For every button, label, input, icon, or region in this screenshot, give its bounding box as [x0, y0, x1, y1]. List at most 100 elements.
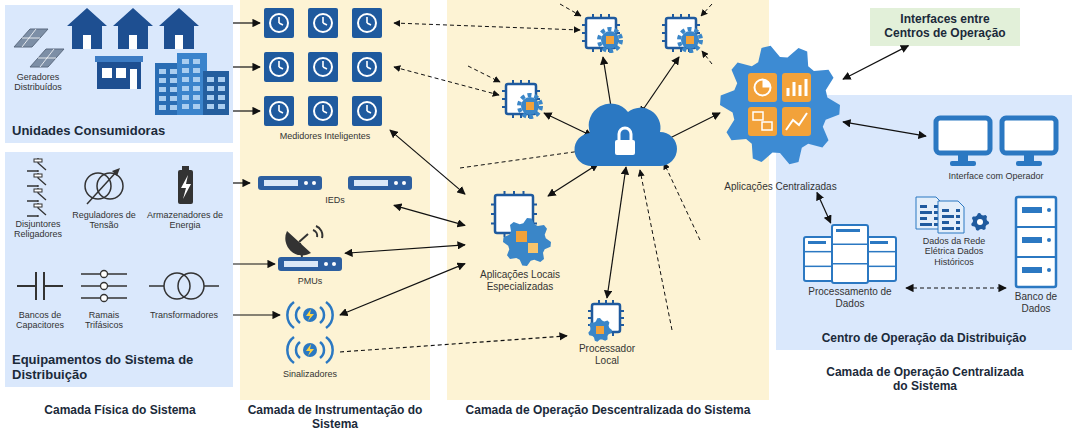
network-link [548, 164, 598, 196]
consumer-buildings [159, 87, 166, 92]
data-file-icon [956, 209, 960, 212]
heading-text: Unidades Consumidoras [12, 124, 226, 139]
consumer-buildings [193, 68, 200, 73]
server-icon [832, 225, 868, 283]
pmu-device [284, 261, 318, 267]
node-icon [141, 164, 229, 209]
signal-icon [287, 337, 332, 363]
smart-meter-icon [352, 96, 382, 126]
central-application-icon [782, 73, 811, 102]
smart-meter-icon [367, 105, 371, 113]
processor-chip [586, 18, 616, 48]
monitor-icon [958, 153, 968, 161]
smart-meter-icon [314, 14, 332, 32]
smart-meter-icon [270, 14, 288, 32]
smart-meter-icon [264, 96, 294, 126]
battery-icon [182, 166, 189, 170]
data-file-icon [920, 205, 927, 208]
processor-chip [686, 36, 694, 44]
cloud-icon [615, 140, 635, 155]
processor-chip [582, 14, 620, 52]
processor-chip [519, 95, 541, 117]
consumer-buildings [130, 69, 137, 89]
regulator-symbol [97, 173, 123, 199]
pmu-device [299, 226, 322, 257]
connector-arrow [843, 46, 908, 80]
node-label: Aplicações Locais Especializadas [465, 269, 575, 292]
smart-meter-icon [367, 61, 371, 69]
processor-chip [679, 29, 701, 51]
node-label: Disjuntores Religadores [9, 219, 67, 240]
node-label: Sinalizadores [280, 369, 340, 379]
server-icon [832, 263, 868, 265]
smart-meter-icon [270, 102, 288, 120]
breaker-symbol [27, 158, 46, 217]
data-file-icon [956, 227, 960, 230]
signal-group: Sinalizadores [280, 298, 340, 379]
data-file-icon [934, 205, 938, 208]
central-application-icon [788, 79, 806, 96]
central-application-icon [748, 107, 777, 136]
smart-meter-icon [367, 17, 371, 25]
dashed-link [460, 150, 588, 168]
node-icon [9, 264, 71, 309]
data-file-icon [934, 223, 938, 226]
node-icon [1006, 195, 1066, 290]
local-processor-icon [588, 318, 612, 342]
consumer-buildings [67, 8, 229, 115]
data-file-icon [956, 215, 960, 218]
processor-box: Processador Local [567, 300, 647, 366]
data-file-icon [934, 217, 938, 220]
capacitor-symbol [17, 272, 63, 300]
central-application-icon [720, 46, 840, 165]
smart-meter-icon [264, 8, 382, 126]
server-icon [866, 266, 896, 268]
network-link [603, 57, 612, 113]
node-icon [73, 264, 135, 309]
consumer-buildings [193, 77, 200, 82]
database-icon [1016, 197, 1056, 287]
dashed-link [394, 67, 499, 95]
regulator-symbol [87, 170, 118, 204]
transformer-symbol [149, 273, 219, 299]
ied-device [264, 180, 298, 186]
consumer-buildings [129, 35, 137, 49]
consumer-buildings [113, 8, 153, 49]
breaker-symbol [34, 204, 42, 207]
signal-icon [287, 302, 332, 328]
processor-chip [662, 14, 700, 52]
regulator-symbol [85, 173, 111, 199]
smart-meter-icon [279, 105, 283, 113]
layer-band: Camada de Instrumentação do SistemaMedid… [240, 0, 430, 400]
node-icon [250, 172, 420, 194]
server-icon [836, 229, 860, 232]
ied-device [394, 181, 398, 185]
connector-arrow [345, 245, 465, 253]
local-processor-icon [516, 231, 527, 242]
breaker-symbol [34, 159, 42, 162]
connector-arrow [233, 182, 250, 183]
node-icon [275, 225, 345, 275]
smart-meter-icon [314, 58, 332, 76]
consumer-buildings [193, 59, 200, 64]
regulator-symbol [85, 168, 123, 204]
central-application-icon [786, 113, 807, 130]
layer-label: Camada Física do Sistema [20, 404, 220, 418]
heading-text: Camada de Instrumentação do Sistema [240, 404, 430, 432]
connector-arrow [233, 22, 260, 23]
operator-box: Interface com Operador [926, 115, 1066, 181]
network-link [544, 57, 720, 298]
cloud-icon [574, 104, 677, 166]
consumer-buildings [182, 59, 189, 64]
data-file-icon [938, 201, 964, 233]
dashed-link [664, 163, 700, 240]
heading-text: Camada de Operação Descentralizada do Si… [447, 404, 769, 418]
network-link [607, 167, 626, 298]
consumer-buildings [203, 71, 229, 115]
node-label: Processamento de Dados [794, 286, 906, 309]
data-file-icon [916, 197, 989, 233]
connector-arrow [340, 336, 567, 352]
local-processor-icon [503, 218, 551, 266]
consumer-buildings [170, 87, 177, 92]
database-icon [1047, 268, 1051, 272]
